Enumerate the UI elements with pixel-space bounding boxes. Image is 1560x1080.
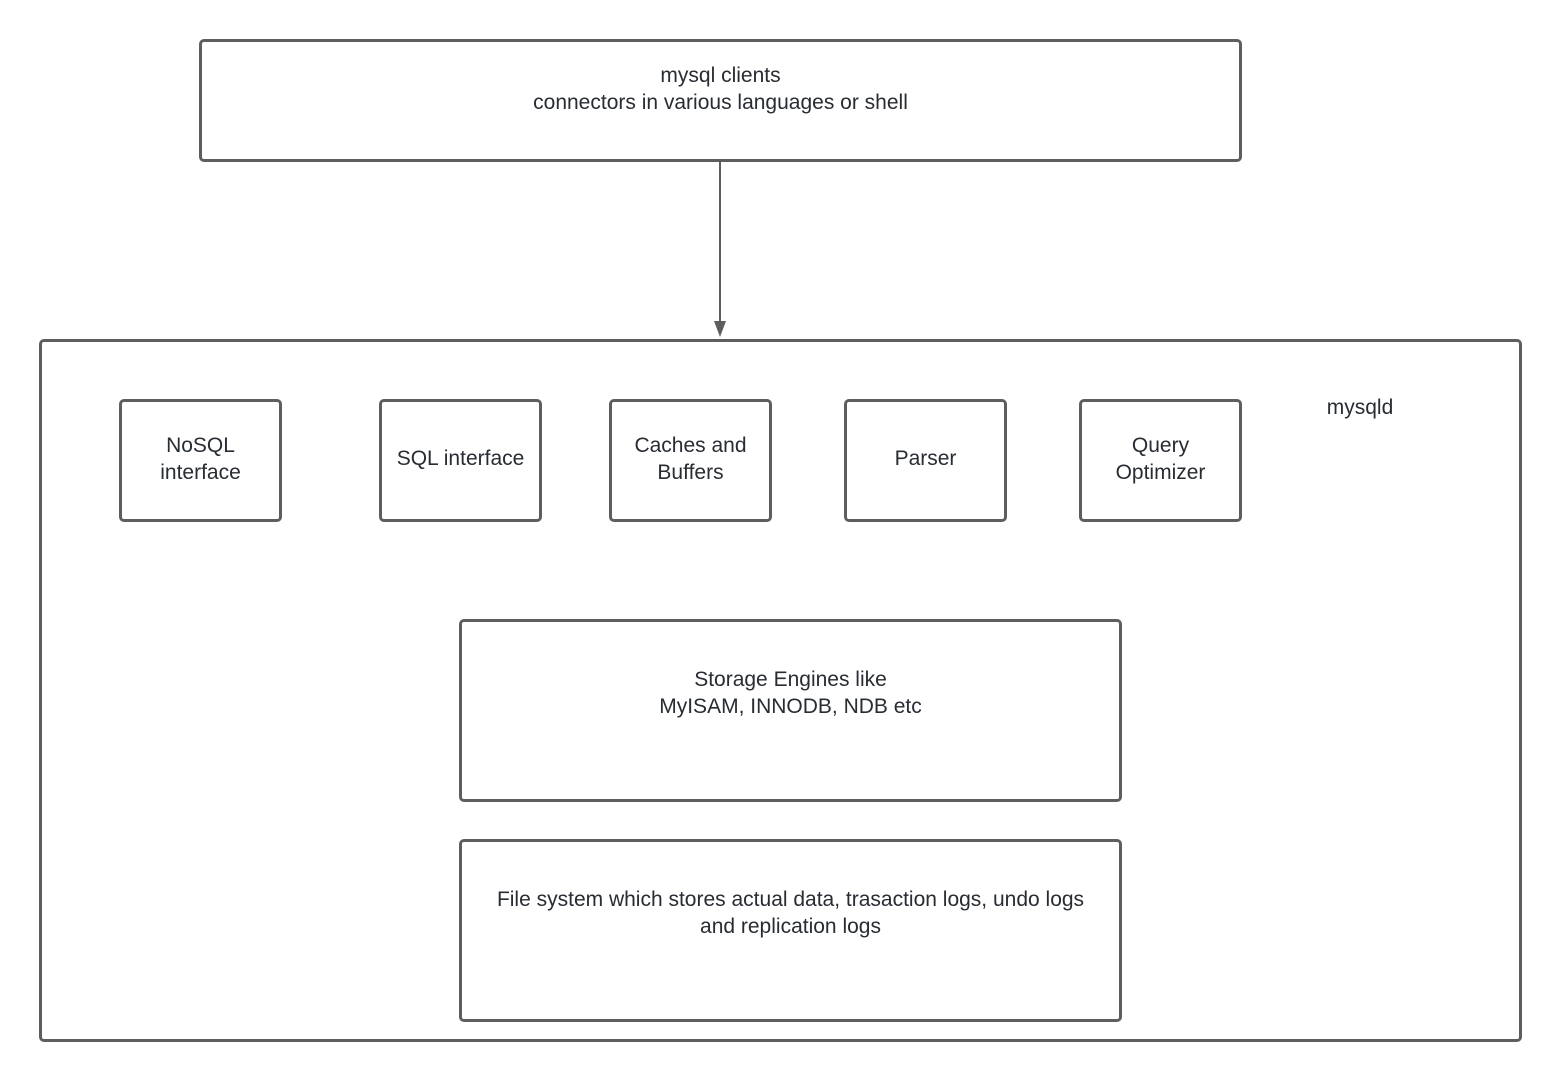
file-system-line1: File system which stores actual data, tr… — [496, 887, 1085, 911]
nosql-interface-line1: NoSQL — [166, 433, 235, 457]
caches-and-buffers-line1: Caches and — [634, 433, 747, 457]
mysql-clients-label: mysql clients connectors in various lang… — [202, 42, 1239, 159]
file-system-line2: and replication logs — [700, 914, 881, 938]
query-optimizer-box: Query Optimizer — [1079, 399, 1242, 522]
file-system-box: File system which stores actual data, tr… — [459, 839, 1122, 1022]
caches-and-buffers-line2: Buffers — [657, 460, 724, 484]
mysql-clients-subtitle: connectors in various languages or shell — [533, 90, 908, 114]
storage-engines-box: Storage Engines like MyISAM, INNODB, NDB… — [459, 619, 1122, 802]
storage-engines-line2: MyISAM, INNODB, NDB etc — [659, 694, 922, 718]
parser-box: Parser — [844, 399, 1007, 522]
caches-and-buffers-box: Caches and Buffers — [609, 399, 772, 522]
mysql-clients-box: mysql clients connectors in various lang… — [199, 39, 1242, 162]
mysqld-label: mysqld — [1326, 396, 1394, 419]
parser-label: Parser — [894, 447, 957, 470]
nosql-interface-line2: interface — [160, 460, 241, 484]
mysql-clients-title: mysql clients — [660, 63, 781, 87]
query-optimizer-line1: Query — [1131, 433, 1190, 457]
query-optimizer-line2: Optimizer — [1115, 460, 1206, 484]
arrow-head — [714, 321, 726, 337]
sql-interface-box: SQL interface — [379, 399, 542, 522]
sql-interface-label: SQL interface — [396, 447, 525, 470]
storage-engines-line1: Storage Engines like — [694, 667, 887, 691]
nosql-interface-box: NoSQL interface — [119, 399, 282, 522]
